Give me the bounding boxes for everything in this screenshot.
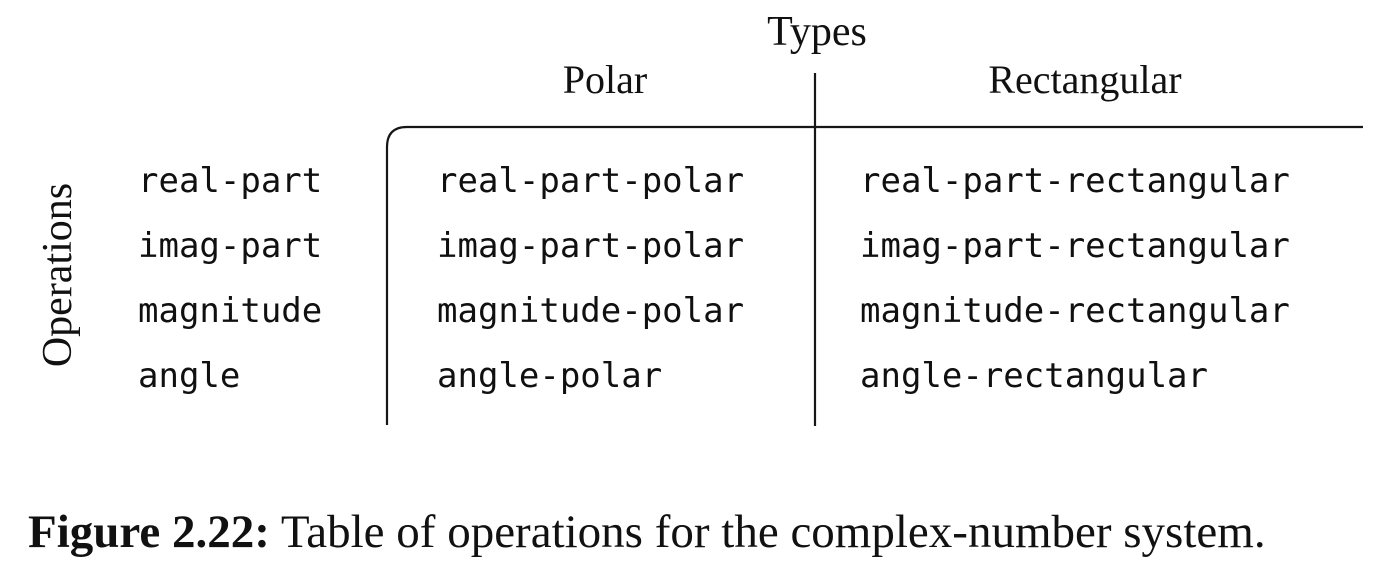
column-header-polar: Polar [562, 57, 648, 102]
types-axis-label: Types [767, 9, 867, 55]
cell-real-part-rectangular: real-part-rectangular [860, 161, 1290, 201]
column-header-rectangular: Rectangular [988, 57, 1182, 102]
cell-magnitude-rectangular: magnitude-rectangular [860, 291, 1290, 331]
cell-real-part-polar: real-part-polar [437, 161, 745, 201]
cell-magnitude-polar: magnitude-polar [437, 291, 745, 331]
table-top-left-border-line [385, 125, 1363, 425]
figure-caption-number: Figure 2.22: [28, 506, 270, 558]
operations-axis-label: Operations [35, 182, 81, 368]
row-label-imag-part: imag-part [138, 226, 323, 266]
cell-angle-rectangular: angle-rectangular [860, 356, 1208, 396]
figure-caption-text: Table of operations for the complex-numb… [269, 506, 1266, 558]
cell-imag-part-polar: imag-part-polar [437, 226, 745, 266]
cell-imag-part-rectangular: imag-part-rectangular [860, 226, 1290, 266]
figure-caption: Figure 2.22: Table of operations for the… [28, 506, 1266, 558]
cell-angle-polar: angle-polar [437, 356, 663, 396]
row-label-real-part: real-part [138, 161, 323, 201]
row-label-magnitude: magnitude [138, 291, 323, 331]
row-label-angle: angle [138, 356, 241, 396]
